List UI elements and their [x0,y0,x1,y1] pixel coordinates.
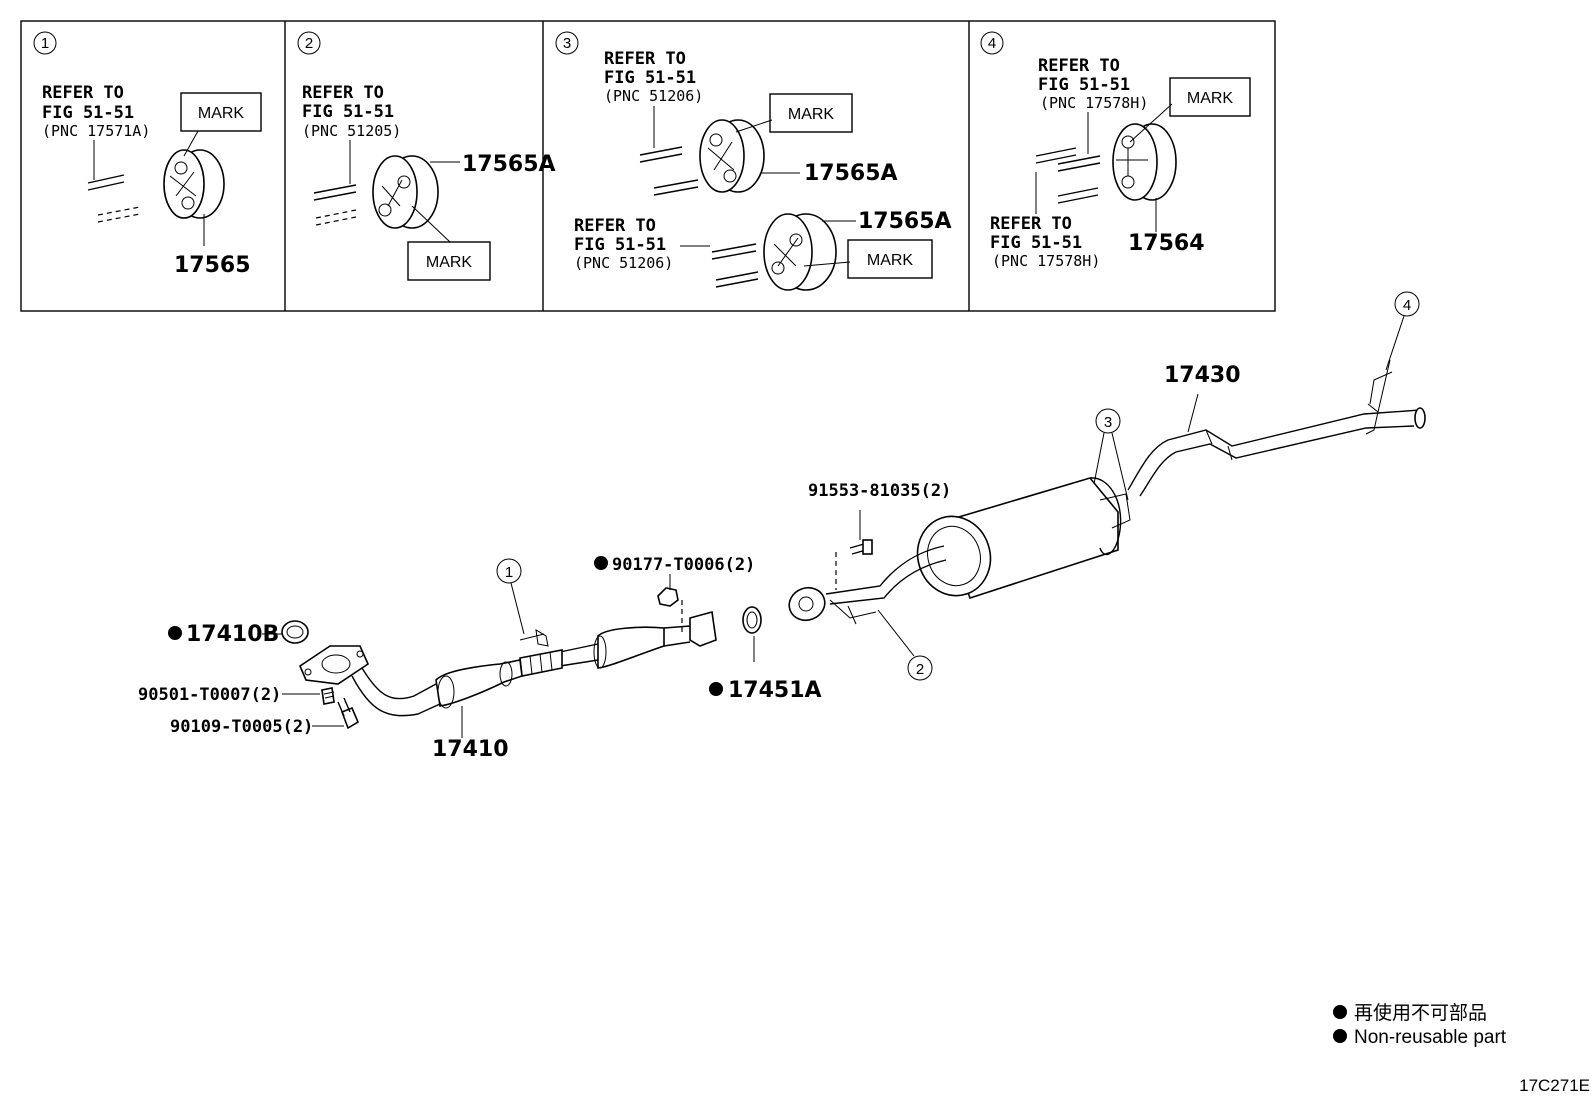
rubber-hanger-icon [163,149,225,219]
part-number-17564: 17564 [1128,231,1205,256]
rubber-hanger-icon [1112,123,1177,201]
non-reusable-dot [168,626,182,640]
callout-4-label: 4 [1403,297,1411,314]
callout-number-3 [555,31,579,55]
gasket-17410B [281,620,309,644]
detail-box-1-pnc: (PNC 17571A) [42,122,150,140]
detail-box-3-pnc-a: (PNC 51206) [604,87,703,105]
part-number-91553-81035: 91553-81035(2) [808,481,951,501]
mark-label-box-2 [407,241,491,281]
detail-box-1-number: 1 [41,35,49,52]
detail-box-2-fig: FIG 51-51 [302,102,394,122]
legend-english: Non-reusable part [1354,1027,1507,1048]
callout-1-label: 1 [505,564,513,581]
detail-box-2-number: 2 [305,35,313,52]
bolt-91553 [835,510,873,590]
detail-box-2: 2 REFER TO FIG 51-51 (PNC 51205) 17565A … [297,31,556,281]
detail-box-4-pnc-b: (PNC 17578H) [992,252,1100,270]
detail-box-1-refer: REFER TO [42,83,124,103]
detail-box-4-refer-a: REFER TO [1038,56,1120,76]
detail-box-3-mark-a: MARK [788,106,835,123]
detail-box-1-mark: MARK [198,105,245,122]
detail-box-4-fig-b: FIG 51-51 [990,233,1082,253]
gasket-17451A [742,606,762,634]
part-number-17451A: 17451A [728,678,822,703]
mark-label-box-3b [847,239,933,279]
legend-japanese: 再使用不可部品 [1354,1002,1487,1024]
detail-box-4-refer-b: REFER TO [990,214,1072,234]
center-pipe [788,545,947,625]
part-number-17410B: 17410B [186,622,279,647]
callout-4-marker [1394,291,1420,317]
mark-label-box-3a [769,93,853,133]
rubber-hanger-icon [763,213,837,291]
detail-box-3-pnc-b: (PNC 51206) [574,254,673,272]
part-number-90177-T0006: 90177-T0006(2) [612,555,755,575]
callout-3-marker [1095,408,1121,434]
legend: 再使用不可部品 Non-reusable part [1333,1002,1507,1048]
detail-box-4-mark: MARK [1187,90,1234,107]
front-pipe-17410 [299,610,717,717]
part-number-17565A-lower: 17565A [858,209,952,234]
muffler [916,477,1131,599]
part-number-17565A-upper: 17565A [804,161,898,186]
detail-panel [20,20,1276,312]
callout-2-label: 2 [916,661,924,678]
callout-2-marker [907,655,933,681]
mark-label-box-4 [1169,77,1251,117]
detail-box-3-number: 3 [563,35,571,52]
part-number-17565: 17565 [174,253,251,278]
part-number-17565A: 17565A [462,152,556,177]
stud-90501 [321,687,335,705]
detail-box-2-refer: REFER TO [302,83,384,103]
detail-box-4-number: 4 [988,35,996,52]
detail-box-3-refer-b: REFER TO [574,216,656,236]
callout-number-4 [980,31,1004,55]
detail-box-1-fig: FIG 51-51 [42,103,134,123]
detail-box-3-refer-a: REFER TO [604,49,686,69]
rubber-hanger-icon [372,155,439,229]
legend-dot [1333,1005,1347,1019]
detail-box-2-mark: MARK [426,254,473,271]
part-number-17430: 17430 [1164,363,1241,388]
callout-1-marker [496,558,522,584]
callout-number-2 [297,31,321,55]
tail-pipe-17430 [1127,359,1426,497]
non-reusable-dot [709,682,723,696]
detail-box-3-mark-b: MARK [867,252,914,269]
detail-box-3-fig-a: FIG 51-51 [604,68,696,88]
detail-box-4-pnc-a: (PNC 17578H) [1040,94,1148,112]
rubber-hanger-icon [699,119,765,193]
part-number-17410: 17410 [432,737,509,762]
non-reusable-dot [594,556,608,570]
detail-box-4: 4 REFER TO FIG 51-51 (PNC 17578H) MARK R… [980,31,1251,270]
callout-3-label: 3 [1104,414,1112,431]
detail-box-4-fig-a: FIG 51-51 [1038,75,1130,95]
detail-box-1: 1 REFER TO FIG 51-51 (PNC 17571A) MARK 1… [33,31,262,278]
part-number-90501-T0007: 90501-T0007(2) [138,685,281,705]
nut-90177 [657,574,683,632]
detail-box-3-fig-b: FIG 51-51 [574,235,666,255]
mark-label-box-1 [180,92,262,132]
part-number-90109-T0005: 90109-T0005(2) [170,717,313,737]
legend-dot [1333,1029,1347,1043]
detail-box-3: 3 REFER TO FIG 51-51 (PNC 51206) MARK 17… [555,31,952,291]
callout-number-1 [33,31,57,55]
figure-code: 17C271E [1519,1076,1590,1095]
bolt-90109 [337,697,360,730]
detail-box-2-pnc: (PNC 51205) [302,122,401,140]
